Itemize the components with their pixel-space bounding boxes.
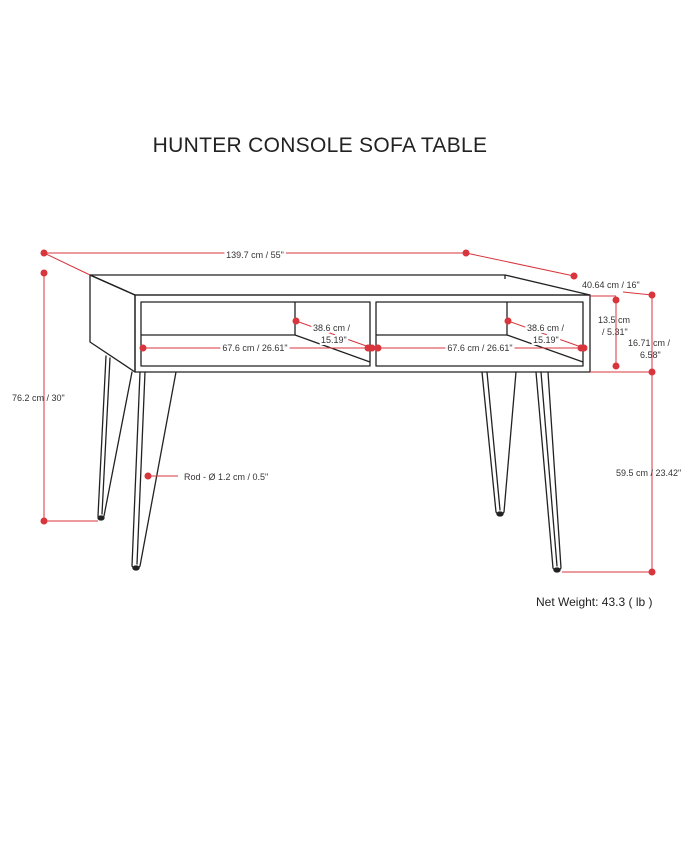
- thickness-dim-endpoint-top: [612, 296, 620, 304]
- foot-back-right: [496, 511, 504, 517]
- label-apron-line2: 6.58": [640, 350, 661, 360]
- label-left-cubby-depth-line2: 15.19": [321, 335, 347, 345]
- label-rod: Rod - Ø 1.2 cm / 0.5": [184, 472, 268, 482]
- depth-dimension-line: [465, 252, 575, 277]
- right-cubby-width-endpoint-left: [374, 344, 382, 352]
- left-cubby-depth-endpoint-end: [368, 344, 376, 352]
- label-right-cubby-depth-line1: 38.6 cm /: [527, 323, 565, 333]
- leg-front-right: [535, 371, 562, 572]
- depth-dim-endpoint: [570, 272, 578, 280]
- left-cubby-depth-endpoint-start: [292, 317, 300, 325]
- height-dim-endpoint-top: [40, 269, 48, 277]
- foot-front-left: [132, 565, 140, 571]
- label-height: 76.2 cm / 30": [12, 393, 65, 403]
- label-apron-line1: 16.71 cm /: [628, 338, 671, 348]
- label-leg-height: 59.5 cm / 23.42": [616, 468, 681, 478]
- net-weight: Net Weight: 43.3 ( lb ): [536, 595, 653, 609]
- right-cubby-opening: [375, 301, 584, 367]
- label-right-cubby-depth-line2: 15.19": [533, 335, 559, 345]
- right-cubby-depth-line: [507, 320, 585, 349]
- hairpin-legs: [97, 355, 562, 573]
- label-left-cubby-depth-line1: 38.6 cm /: [313, 323, 351, 333]
- label-depth: 40.64 cm / 16": [582, 280, 640, 290]
- table-side-panel: [89, 274, 136, 373]
- leg-back-left-inner: [101, 357, 111, 515]
- table-top-surface: [89, 274, 591, 296]
- dimension-lines: [40, 249, 656, 576]
- left-cubby-depth-line: [295, 320, 373, 349]
- left-cubby-opening: [140, 301, 371, 367]
- foot-front-right: [553, 567, 561, 573]
- label-thickness-line2: / 5.31": [602, 327, 628, 337]
- right-cubby-depth-endpoint-end: [580, 344, 588, 352]
- rod-callout-point: [144, 472, 152, 480]
- width-extension-left: [43, 252, 91, 276]
- right-cubby-depth-endpoint-start: [504, 317, 512, 325]
- leg-front-left-inner: [136, 371, 146, 565]
- leg-back-right-inner: [486, 371, 501, 511]
- page-title: HUNTER CONSOLE SOFA TABLE: [152, 134, 488, 157]
- apron-extension-top: [622, 291, 653, 296]
- foot-back-left: [97, 515, 105, 521]
- table-front-face: [134, 294, 591, 373]
- label-right-cubby-width: 67.6 cm / 26.61": [447, 343, 512, 353]
- dimension-labels: 139.7 cm / 55" 40.64 cm / 16" 76.2 cm / …: [12, 248, 681, 483]
- label-left-cubby-width: 67.6 cm / 26.61": [222, 343, 287, 353]
- left-cubby-width-endpoint-left: [139, 344, 147, 352]
- thickness-dim-endpoint-bottom: [612, 362, 620, 370]
- label-width: 139.7 cm / 55": [226, 250, 284, 260]
- label-thickness-line1: 13.5 cm: [598, 315, 630, 325]
- leg-front-right-inner: [540, 371, 558, 567]
